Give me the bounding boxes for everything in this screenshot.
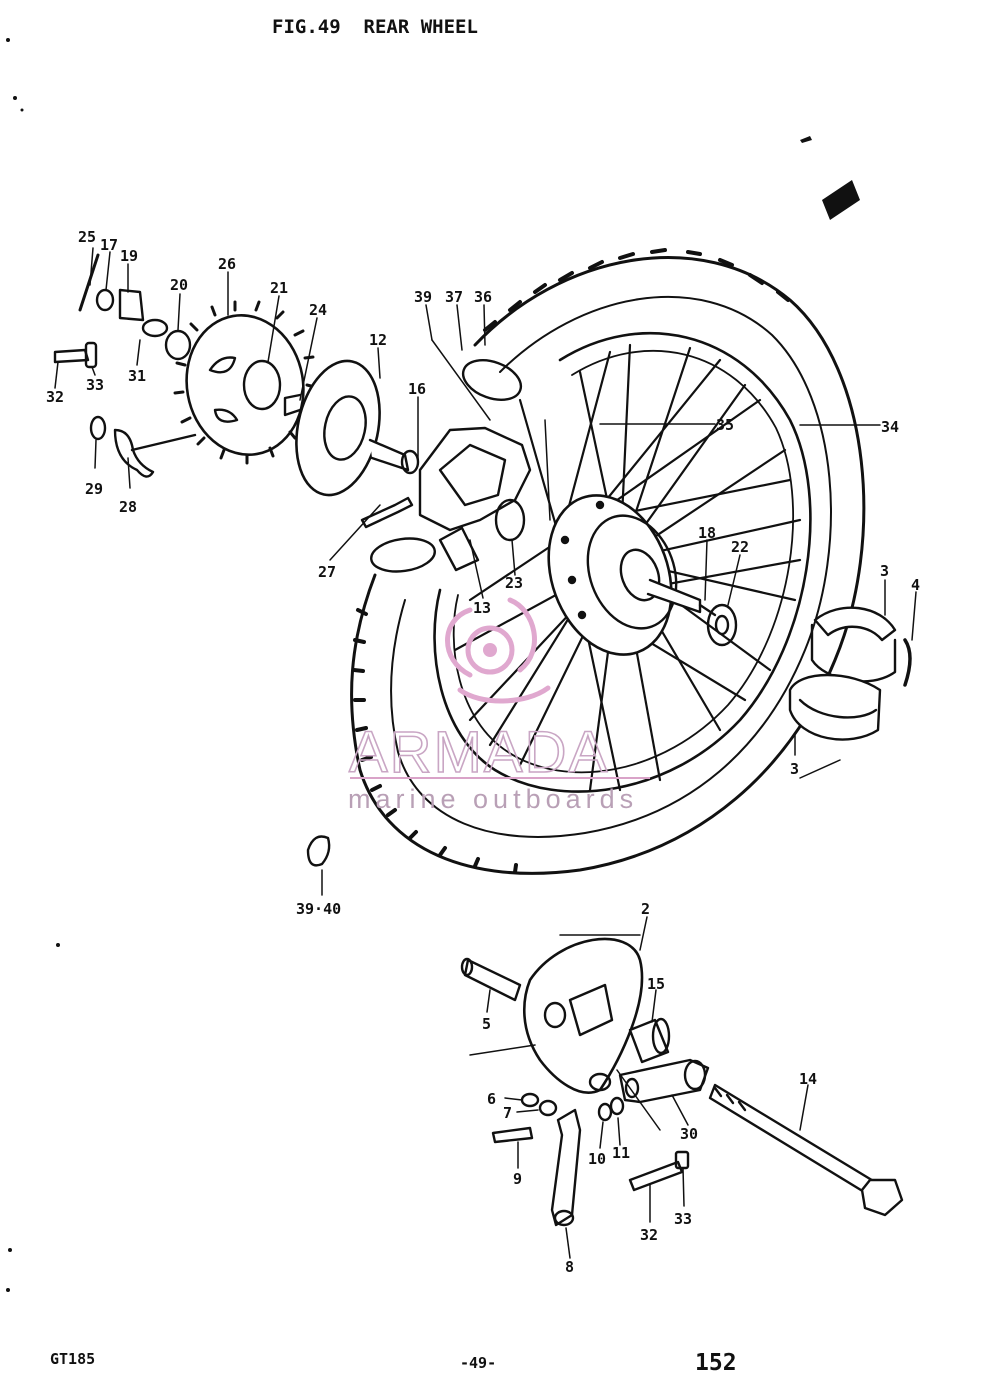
spacer	[628, 1017, 671, 1064]
callout-11: 11	[612, 1144, 630, 1162]
callout-34: 34	[881, 418, 899, 436]
callout-13: 13	[473, 599, 491, 617]
callout-33-upper: 33	[86, 376, 104, 394]
brake-cam	[460, 957, 522, 1002]
wheel-hub	[547, 494, 702, 656]
callout-21: 21	[270, 279, 288, 297]
page-number: 152	[695, 1350, 737, 1376]
callout-23: 23	[505, 574, 523, 592]
callout-36: 36	[474, 288, 492, 306]
callout-33-lower: 33	[674, 1210, 692, 1228]
callout-31: 31	[128, 367, 146, 385]
callout-30: 30	[680, 1125, 698, 1143]
callout-18: 18	[698, 524, 716, 542]
callout-29: 29	[85, 480, 103, 498]
callout-12: 12	[369, 331, 387, 349]
callout-22: 22	[731, 538, 749, 556]
callout-15: 15	[647, 975, 665, 993]
drive-flange	[283, 359, 420, 497]
torque-link	[618, 1058, 710, 1104]
callout-6: 6	[487, 1090, 496, 1108]
callout-32-upper: 32	[46, 388, 64, 406]
callout-25: 25	[78, 228, 96, 246]
callout-17: 17	[100, 236, 118, 254]
callout-10: 10	[588, 1150, 606, 1168]
callout-39-40: 39·40	[296, 900, 341, 918]
watermark-tagline: marine outboards	[348, 784, 638, 814]
callout-16: 16	[408, 380, 426, 398]
brake-arm	[550, 1108, 582, 1227]
callout-35: 35	[716, 416, 734, 434]
callout-3-lower: 3	[790, 760, 799, 778]
callout-labels: 25 17 19 20 26 21 24 12 39 37 36 16 32 3…	[46, 228, 920, 1276]
rear-sprocket	[173, 300, 317, 465]
callout-4: 4	[911, 576, 920, 594]
callout-5: 5	[482, 1015, 491, 1033]
callout-3-upper: 3	[880, 562, 889, 580]
brake-shoes	[788, 606, 912, 741]
callout-28: 28	[119, 498, 137, 516]
callout-7: 7	[503, 1104, 512, 1122]
leader-lines	[54, 247, 917, 1259]
watermark-logo: ARMADA marine outboards	[348, 597, 650, 814]
callout-24: 24	[309, 301, 327, 319]
callout-14: 14	[799, 1070, 817, 1088]
callout-19: 19	[120, 247, 138, 265]
callout-37: 37	[445, 288, 463, 306]
callout-32-lower: 32	[640, 1226, 658, 1244]
brake-panel	[523, 937, 644, 1094]
valve-cap	[306, 835, 331, 867]
tire	[350, 248, 866, 875]
page-marker: -49-	[460, 1354, 497, 1372]
callout-20: 20	[170, 276, 188, 294]
callout-39: 39	[414, 288, 432, 306]
rear-axle	[708, 1083, 904, 1217]
callout-2: 2	[641, 900, 650, 918]
callout-8: 8	[565, 1258, 574, 1276]
figure-title: FIG.49 REAR WHEEL	[272, 16, 478, 38]
hub-damper	[418, 426, 532, 572]
rim	[433, 332, 812, 793]
bearing-22	[698, 603, 738, 647]
fasteners	[491, 1092, 690, 1192]
watermark-brand: ARMADA	[349, 720, 609, 785]
model-code: GT185	[50, 1350, 96, 1368]
callout-9: 9	[513, 1170, 522, 1188]
callout-27: 27	[318, 563, 336, 581]
chain-adjuster-parts	[53, 253, 414, 529]
scan-speckles	[6, 38, 860, 1292]
callout-26: 26	[218, 255, 236, 273]
